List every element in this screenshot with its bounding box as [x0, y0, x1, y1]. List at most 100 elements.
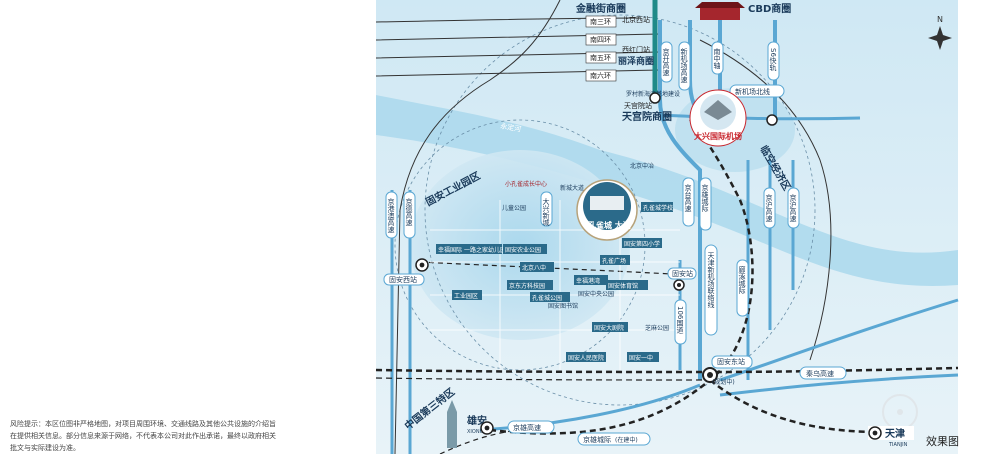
district-cbd: CBD商圈 [748, 2, 791, 15]
ring-label-6: 南六环 [590, 71, 611, 80]
compass-icon: N [928, 15, 952, 50]
railway-tianjin [709, 379, 881, 434]
svg-text:大兴新城: 大兴新城 [542, 197, 550, 227]
district-financial-street: 金融街商圈 [575, 2, 626, 15]
poi-fourth-school: 固安第四小学 [624, 240, 660, 248]
road-label-airport-express: 新机场高速 [678, 41, 691, 91]
road-label-right-b: 京沪高速 [787, 187, 800, 229]
project-badge[interactable]: 孔雀城 大湖 [576, 179, 638, 241]
poi-no1-school: 固安一中 [629, 354, 653, 362]
station-guan-east[interactable]: 固安东站 (规划中) [702, 355, 753, 386]
effect-image-label: 效果图 [926, 435, 959, 448]
road-label-left-1: 京港澳高速 [385, 191, 398, 239]
road-label-106: 106国道 [674, 299, 687, 345]
risk-disclaimer: 风险提示：本区位图非严格地图，对项目周围环境、交通线路及其他公共设施的介绍旨在提… [10, 420, 276, 452]
svg-text:N: N [937, 15, 943, 24]
station-beijing-west: 北京西站 [622, 15, 650, 24]
road-label-tianjin-intercity: 天津新机场联络线 [704, 244, 718, 336]
ring-labels: 南三环 南四环 南五环 南六环 [585, 15, 617, 82]
poi-library: 固安图书馆 [548, 302, 578, 310]
station-xihongmen: 西红门站 [622, 45, 650, 54]
city-xiongan[interactable]: 雄安 XIONG AN [447, 400, 494, 448]
svg-text:京雄城际: 京雄城际 [701, 183, 709, 213]
svg-text:XIONG AN: XIONG AN [467, 429, 492, 435]
svg-text:南中轴: 南中轴 [713, 47, 721, 70]
road-label-airport-north: 新机场北线 [729, 84, 785, 98]
poi-kindergarten: 一路之家幼儿园 [464, 246, 506, 254]
city-tianjin[interactable]: 天津 TIANJIN [868, 394, 918, 448]
left-whitespace [0, 0, 376, 454]
road-label-jingxiong-highway: 京雄高速 [507, 420, 555, 434]
svg-text:固安站: 固安站 [672, 269, 693, 278]
svg-text:TIANJIN: TIANJIN [888, 442, 908, 448]
ring-road-6 [375, 69, 661, 77]
poi-xincheng: 新城大道 [560, 184, 584, 192]
poi-childrens-park: 儿童公园 [502, 204, 526, 212]
svg-text:新机场高速: 新机场高速 [680, 47, 688, 84]
road-label-jingxiong-intercity-bottom: 京雄城际 (在建中) [577, 432, 651, 446]
road-label-left-2: 京德高速 [403, 191, 416, 239]
highway-east-diag [719, 298, 959, 382]
poi-sesame-park: 芝麻公园 [645, 324, 669, 332]
poi-sports-hall: 固安体育馆 [608, 282, 638, 290]
road-label-langzhuo: 廊涿城际 [736, 259, 749, 317]
poi-happy-harbor: 幸福港湾 [576, 277, 600, 285]
svg-text:(在建中): (在建中) [615, 436, 638, 444]
poi-boe-park: 京东方科技园 [509, 282, 545, 290]
station-guan-west[interactable]: 固安西站 [383, 258, 429, 286]
station-guan[interactable]: 固安站 [667, 267, 697, 291]
station-xihongmen-icon[interactable] [649, 92, 661, 104]
railway-xiongan [489, 119, 754, 435]
station-tiangongyuan: 天宫院站 [624, 101, 652, 110]
svg-text:秦乌高速: 秦乌高速 [806, 369, 834, 378]
airport-badge[interactable]: 大兴国际机场 [689, 89, 747, 147]
station-airport-north[interactable] [766, 114, 778, 126]
road-label-qinwu: 秦乌高速 [799, 366, 847, 380]
poi-central-park: 固安中央公园 [578, 290, 614, 298]
airport-north-line [659, 113, 861, 121]
road-label-jingkai: 京开高速 [660, 41, 673, 83]
ring-label-5: 南五环 [590, 53, 611, 62]
poi-mcc: 北京中冶 [630, 162, 654, 170]
svg-text:(规划中): (规划中) [712, 378, 735, 386]
poi-beijing-8: 北京八中 [522, 264, 546, 272]
svg-text:天津新机场联络线: 天津新机场联络线 [707, 252, 715, 308]
railway-jingba [375, 366, 959, 374]
poi-hospital: 固安人民医院 [568, 354, 604, 362]
poi-peacock-square: 孔雀广场 [602, 257, 626, 265]
svg-text:天津: 天津 [885, 427, 905, 440]
ring-label-4: 南四环 [590, 35, 611, 44]
highway-jingkai [658, 20, 702, 380]
road-label-s6: S6快轨 [767, 41, 780, 81]
ring-road-4 [375, 33, 661, 41]
poi-labels: 小孔雀成长中心 儿童公园 幸福国际花园 一路之家幼儿园 固安农业公园 固安第四小… [436, 162, 673, 362]
svg-text:京台高速: 京台高速 [684, 183, 692, 213]
svg-text:S6快轨: S6快轨 [769, 48, 777, 72]
poi-peacock-park: 孔雀城公园 [532, 294, 562, 302]
airport-label: 大兴国际机场 [694, 131, 742, 141]
poi-agri-park: 固安农业公园 [505, 246, 541, 254]
ring-road-5 [375, 51, 661, 59]
right-whitespace [958, 0, 998, 454]
svg-text:106国道: 106国道 [676, 306, 684, 335]
svg-text:京沪高速: 京沪高速 [789, 193, 797, 223]
yongding-river [376, 95, 958, 286]
railway-west-arc [419, 261, 691, 276]
svg-text:新机场北线: 新机场北线 [735, 87, 770, 96]
poi-peacock-school: 孔雀城学校 [643, 204, 673, 212]
svg-text:京港澳高速: 京港澳高速 [387, 197, 395, 234]
road-label-right-a: 京沪高速 [763, 187, 776, 229]
svg-text:雄安: 雄安 [466, 414, 487, 427]
district-lize: 丽泽商圈 [618, 55, 654, 67]
outer-curve-left [394, 0, 561, 454]
district-tiangongyuan: 天宫院商圈 [622, 110, 672, 123]
river-label: 永定河 [500, 121, 522, 134]
svg-text:京雄城际: 京雄城际 [583, 435, 611, 444]
road-label-nanzhong: 南中轴 [711, 41, 724, 75]
range-circle-outer [424, 14, 816, 406]
ring-label-3: 南三环 [590, 17, 611, 26]
cbd-landmark-icon [695, 2, 745, 20]
poi-industrial: 工业园区 [454, 292, 478, 300]
road-label-daxing: 大兴新城 [540, 191, 553, 227]
svg-text:固安东站: 固安东站 [717, 357, 745, 366]
